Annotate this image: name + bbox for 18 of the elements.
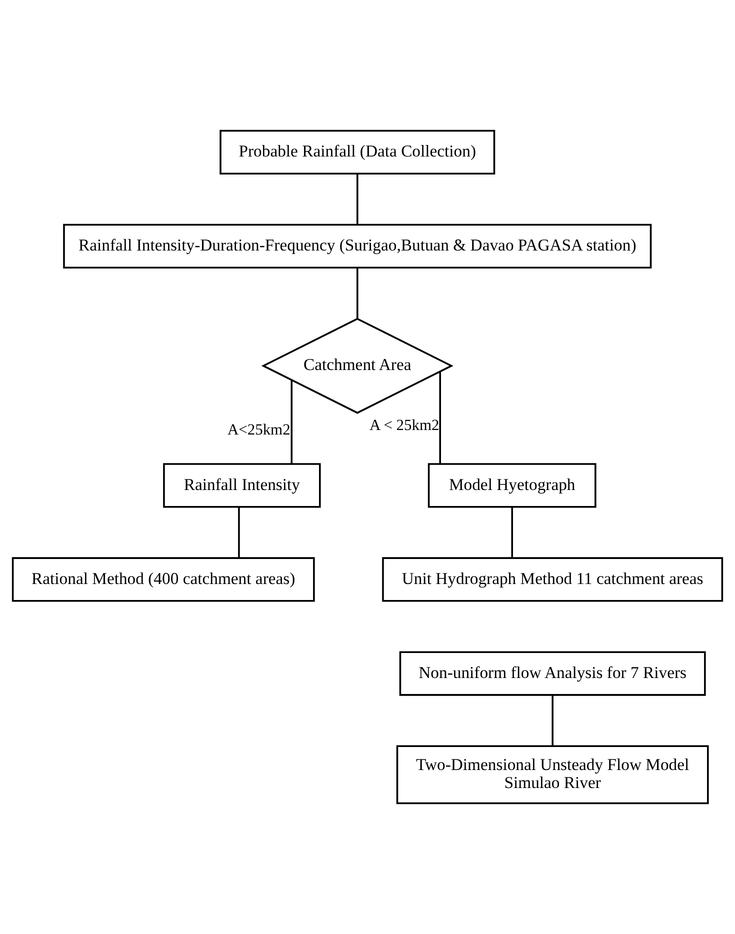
node-box: Rational Method (400 catchment areas) [12,557,315,602]
connector [356,174,358,225]
node-box: Rainfall Intensity-Duration-Frequency (Surigao,Butuan & Davao PAGASA station) [63,224,652,269]
connector [290,380,293,464]
node-diamond: Catchment Area [261,318,454,414]
edge-label: A<25km2 [227,421,290,438]
node-box: Two-Dimensional Unsteady Flow Model Simulao River [396,745,709,804]
node-box: Model Hyetograph [428,463,596,508]
connector [511,507,513,558]
connector [238,507,240,558]
connector [439,372,441,464]
node-box: Rainfall Intensity [163,463,321,508]
connector [356,268,358,319]
node-box: Probable Rainfall (Data Collection) [220,130,496,174]
node-box: Non-uniform flow Analysis for 7 Rivers [399,651,706,696]
node-box: Unit Hydrograph Method 11 catchment areas [382,557,724,602]
connector [552,694,554,746]
edge-label: A < 25km2 [370,417,440,434]
